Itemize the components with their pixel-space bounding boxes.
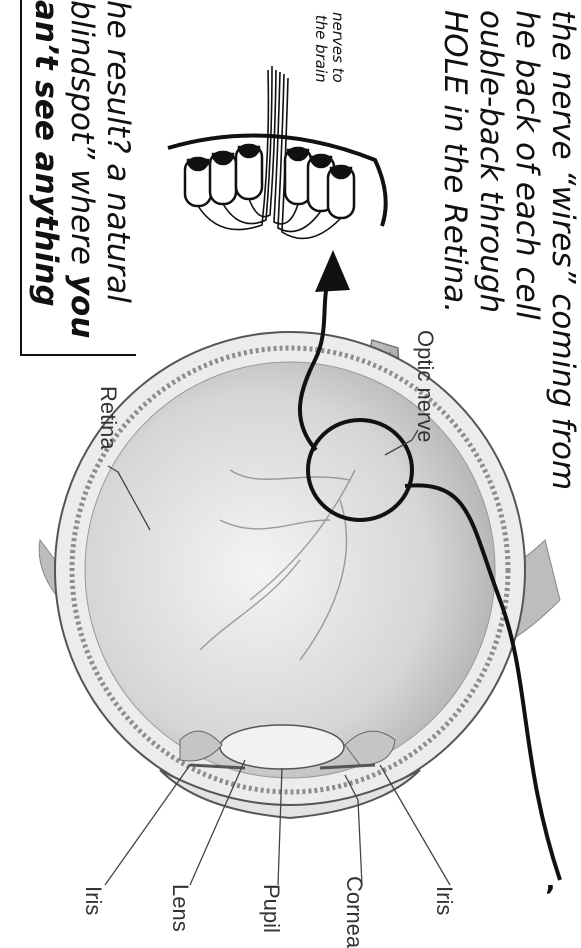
- caption-line-4: HOLE in the Retina.: [437, 10, 473, 490]
- label-iris-right: Iris: [431, 886, 457, 915]
- label-cornea: Cornea: [341, 876, 367, 948]
- caption-line-1: the nerve “wires” coming from: [545, 10, 581, 490]
- label-pupil: Pupil: [258, 884, 284, 933]
- label-lens: Lens: [167, 884, 193, 932]
- label-iris-left: Iris: [80, 886, 106, 915]
- result-line-2-bold: you: [64, 275, 100, 339]
- retina-inset: [168, 66, 386, 238]
- label-optic-nerve: Optic nerve: [412, 330, 438, 443]
- inset-label-line-2: the brain: [312, 12, 329, 83]
- label-retina: Retina: [95, 386, 121, 450]
- result-line-1: he result? a natural: [100, 0, 136, 338]
- inset-label-line-1: nerves to: [329, 12, 346, 83]
- inset-label: nerves to the brain: [312, 12, 346, 83]
- caption-line-2: he back of each cell: [509, 10, 545, 490]
- result-line-3: an’t see anything: [28, 0, 64, 338]
- result-line-2-text: blindspot” where: [64, 0, 100, 275]
- result-caption-box: he result? a natural blindspot” where yo…: [20, 0, 136, 356]
- result-line-2: blindspot” where you: [64, 0, 100, 338]
- lens-shape: [220, 725, 344, 769]
- connector-arrowhead: [315, 250, 350, 292]
- caption-block: the nerve “wires” coming from he back of…: [437, 10, 581, 490]
- pointer-dot: ’: [545, 879, 556, 912]
- caption-line-3: ouble-back through: [473, 10, 509, 490]
